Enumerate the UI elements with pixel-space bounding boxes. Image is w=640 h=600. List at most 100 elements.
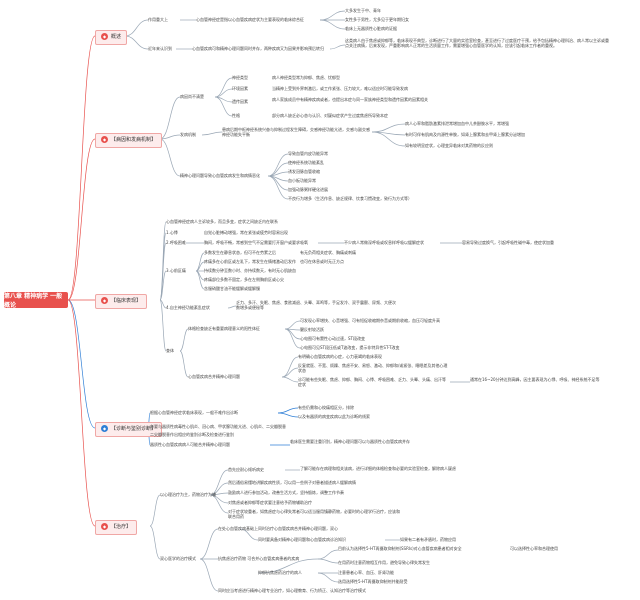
- node[interactable]: 患病后期中枢神经系统兴奋与抑制过程发生障碍，交感神经功能亢进，交感与副交感神经功…: [222, 127, 370, 137]
- leaf[interactable]: 临床上无器质性心脏病的证据: [345, 26, 397, 31]
- leaf[interactable]: 胸闷，呼吸不畅，常感到空气不足需要打开窗户或要求吸氧: [204, 240, 308, 245]
- leaf[interactable]: 多数发生在静息状态，但可不在劳累之后: [204, 250, 276, 255]
- node[interactable]: 抑郁抗焦虑药治疗的病人: [258, 570, 302, 575]
- leaf[interactable]: 有些仍需和心绞痛相区分，排除: [298, 405, 354, 410]
- section-clinical[interactable]: ◆【临床表现】: [95, 294, 148, 309]
- leaf[interactable]: 通常在16~20分钟达到高峰，因主要表现为心悸、呼吸、神经系统不足等: [470, 377, 600, 382]
- connector: [371, 131, 406, 147]
- leaf[interactable]: 选用选择性5-HT再摄取抑制剂并能耐受: [338, 579, 408, 584]
- node[interactable]: 查体: [166, 348, 174, 353]
- leaf[interactable]: 这类病人由于焦虑或抑郁等，临床表现不典型，诊断进行了大量的实验室检查，甚至进行了…: [345, 38, 609, 48]
- leaf[interactable]: 当精神上受到外界刺激后，或工作紧张、压力较大，难以适应时可能导致发病: [272, 86, 408, 91]
- section-icon: ◆: [101, 425, 108, 432]
- leaf[interactable]: 病人心率和脂肪激素排泄常增加血中儿茶酚胺水平，常增强: [405, 121, 509, 126]
- node[interactable]: 器质性心血管疾病病人可能合并精神心理问题: [150, 442, 230, 447]
- node[interactable]: 以心理治疗为主，药物治疗为辅: [160, 492, 216, 497]
- leaf[interactable]: 疼痛多在心前区或左乳下，常发生在情绪激动后发作: [204, 259, 296, 264]
- leaf[interactable]: 反复就医、不宽、烦躁、焦虑不安、易怒、激动、抑郁和/或紧张、睡眠差及其他心理状态: [298, 363, 448, 373]
- node[interactable]: 对焦虑或者抑郁等症状要注意给予药物辅助治疗: [228, 500, 312, 505]
- leaf[interactable]: 如有较明显症状，心理变异临床对其药物的反应则: [405, 143, 493, 148]
- node[interactable]: 心血管神经症病人主诉较多，而且多变，症状之间缺乏内在联系: [166, 219, 278, 224]
- node[interactable]: 神经类型: [232, 75, 248, 80]
- node[interactable]: 近年来认识到: [148, 46, 172, 51]
- leaf[interactable]: 可以选择性心率和合理使用: [510, 546, 558, 551]
- node[interactable]: 环境因素: [232, 86, 248, 91]
- node[interactable]: 心血管疾病可和精神心理问题同时并存，两种疾病又为因果并影响预后转归: [192, 46, 324, 51]
- leaf[interactable]: 疼痛部位多数不固定，多在左侧胸前区或心尖: [204, 277, 284, 282]
- leaf[interactable]: 以及有器质的病变疾病以此为诊断的线索: [298, 414, 370, 419]
- leaf[interactable]: 临床医生需要注重识别，精神心理问题可以与器质性心血管疾病并存: [290, 439, 410, 444]
- leaf[interactable]: 容易导致过度换气，引起呼吸性碱中毒，使症状加重: [462, 240, 554, 245]
- node[interactable]: 发病机制: [180, 132, 196, 137]
- leaf[interactable]: 不少病人常做深呼吸或叹息样呼吸以缓解症状: [344, 240, 424, 245]
- connector: [257, 558, 319, 574]
- section-etiology[interactable]: ◆【病因和发病机制】: [95, 133, 163, 148]
- leaf[interactable]: 含服硝酸甘油不能缓解或缓解慢: [204, 286, 260, 291]
- leaf[interactable]: 使神经系统功能紊乱: [288, 160, 324, 165]
- leaf[interactable]: 有无负荷相关症状、胸痛或刺痛: [300, 250, 356, 255]
- node[interactable]: 体格检查缺乏有重要病理意义的阳性体征: [188, 326, 260, 331]
- node[interactable]: 病因尚不清楚: [180, 94, 204, 99]
- node[interactable]: 心血管神经症是指以心血管疾病症状为主要表现的临床综合征: [196, 17, 304, 22]
- leaf[interactable]: 病人家族成员中有精神疾病或者，也提出本症与同一家族神经类型和遗传因素的因素相关: [272, 97, 428, 102]
- leaf[interactable]: 如果有二者有矛盾时，药物应用: [400, 537, 456, 542]
- leaf[interactable]: 心电图可有窦性心动过速，ST段改变: [300, 336, 365, 341]
- leaf[interactable]: 诊可能有些失眠、焦虑、抑郁、胸闷、心悸、呼吸困难、乏力、头晕、头痛、出汗等症状: [298, 377, 446, 387]
- leaf[interactable]: 可发现心率增快、心音增强、可有短促收缩期杂音或期前收缩，血压可轻度升高: [300, 318, 440, 323]
- node[interactable]: 性格: [232, 113, 240, 118]
- leaf[interactable]: 持续数分钟至数小时、亦持续数天，有时无心肌缺血: [204, 268, 296, 273]
- node[interactable]: 对于症状较重者，如焦虑症与心律失常者可以适当服用镇静药物，必要时的心理学行治疗，…: [228, 509, 400, 519]
- node[interactable]: 首先应耐心倾听病史: [228, 467, 264, 472]
- section-diagnosis[interactable]: ◆【诊断与鉴别诊断】: [95, 422, 163, 437]
- node[interactable]: 3.心前区痛: [166, 268, 186, 273]
- node[interactable]: 2.呼吸困难: [166, 240, 186, 245]
- leaf[interactable]: 注意患者心率、血压、肝肾功能: [338, 570, 394, 575]
- node[interactable]: 然后通俗易懂地讲解疾病性质，可以用一些例子对患者描述病人缓解病情: [228, 480, 356, 485]
- leaf[interactable]: 心电图可见ST段压低或T波改变，提示非特异性ST-T改变: [300, 345, 400, 350]
- node[interactable]: 双心医学的治疗模式: [160, 556, 196, 561]
- node[interactable]: 鼓励病人进行参加活动，改善生活方式，坚持锻炼，调整工作节奏: [228, 490, 344, 495]
- node[interactable]: 同时应当考虑进行精神心理专业治疗，如心理教育、行为矫正、认知治疗等治疗模式: [218, 588, 366, 593]
- leaf[interactable]: 大多发生于中、青年: [345, 8, 381, 13]
- node[interactable]: 精神心理问题导致心血管疾病发生和病情恶化: [180, 173, 260, 178]
- node[interactable]: 在处心血管疾病基础上同时治疗心血管疾病合并精神心理问题，双心: [218, 526, 338, 531]
- leaf[interactable]: 病人神经类型常为抑郁、焦虑、忧郁型: [272, 75, 340, 80]
- connector: [329, 44, 346, 50]
- leaf[interactable]: 腱反射较活跃: [300, 327, 324, 332]
- connector: [209, 469, 229, 496]
- node[interactable]: 抗焦虑治疗药物 可合并心血管疾病患者的疾病: [218, 556, 300, 561]
- leaf[interactable]: 不良行为增多（生活作息、缺乏规律、饮食习惯改变，致行为方式等）: [288, 196, 412, 201]
- leaf[interactable]: 目前认为选择性5-HT再摄取抑制剂(SSRIs)对心血管疾病患者相对安全: [338, 546, 462, 551]
- leaf[interactable]: 有明确心血管疾病的心症，心力衰竭的临床表现: [298, 354, 382, 359]
- root-topic[interactable]: 第八章 精神病学 一般概论: [4, 292, 68, 309]
- node[interactable]: 根据心血管神经症状临床表现，一般不难作出诊断: [150, 410, 238, 415]
- leaf[interactable]: 部分病人缺乏必心态与认识、对疑似症状产生过度焦虑所导致本症: [272, 113, 388, 118]
- leaf[interactable]: 导致血管内皮功能异常: [288, 151, 328, 156]
- leaf[interactable]: 在用药时注意药物相互作用，避免导致心律失常发生: [338, 560, 430, 565]
- node[interactable]: 遗传因素: [232, 99, 248, 104]
- leaf[interactable]: 女性多于男性，尤多见于更年期妇女: [345, 17, 409, 22]
- node[interactable]: 1.心悸: [166, 230, 178, 235]
- section-overview[interactable]: ◆概述: [95, 30, 128, 45]
- leaf[interactable]: 同时要具备对精神心理问题和心血管疾病诊治知识: [258, 537, 346, 542]
- node[interactable]: 必要与器质性病毒性心肌炎、冠心病、甲状腺功能亢进、心肌炎、二尖瓣脱垂: [150, 424, 286, 429]
- node[interactable]: 心血管疾病合并精神心理问题: [188, 374, 240, 379]
- connector: [317, 558, 339, 564]
- leaf[interactable]: 诱发冠脉血管收缩: [288, 169, 320, 174]
- section-icon: ◆: [101, 297, 108, 304]
- leaf[interactable]: 血小板功能异常: [288, 178, 316, 183]
- section-treatment[interactable]: ◆【治疗】: [95, 520, 138, 535]
- connector: [159, 299, 167, 309]
- connector: [149, 494, 161, 527]
- leaf[interactable]: 有时可伴有肌肉及内源性单胺，如肾上腺素和去甲肾上腺素分泌增加: [405, 132, 525, 137]
- node[interactable]: 作用重大上: [148, 17, 168, 22]
- leaf[interactable]: 了解可能存在病理和相关该病，进行详细的体格检查和必要的实验室检查，解除病人疑虑: [300, 466, 456, 471]
- leaf[interactable]: 自觉心脏搏动增强，常在紧张或疲劳时容易出现: [204, 230, 288, 235]
- node[interactable]: 二尖瓣脱垂作出相应的鉴别诊断及检查进行鉴别: [150, 432, 234, 437]
- leaf[interactable]: 乏力、多汗、失眠、焦虑、食欲减退、头晕、耳鸣等，手足发冷、双手震颤、尿频、大便次…: [236, 300, 396, 310]
- node[interactable]: 4.自主神经功能紊乱症状: [166, 305, 210, 310]
- leaf[interactable]: 也可在休息或时无正方点: [300, 259, 344, 264]
- connector: [159, 138, 181, 177]
- leaf[interactable]: 加强动脉粥样硬化进展: [288, 187, 328, 192]
